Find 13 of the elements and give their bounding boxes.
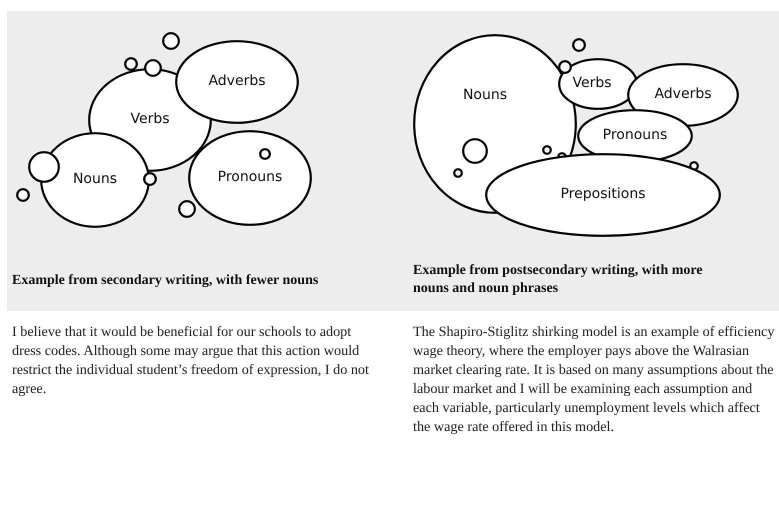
oval-label: Verbs (571, 75, 613, 91)
oval-label: Prepositions (559, 186, 646, 202)
oval-label: Adverbs (653, 86, 713, 102)
writing-sample: The Shapiro-Stiglitz shirking model is an example of efficiency wage theory, where the employer pays above the Walrasian market clearing rate. It is based on many assumptions about the labour market and I will be examining each assumption and each variable, particularly unemployment levels which affect the wage rate offered in this model. (413, 323, 775, 437)
writing-sample: I believe that it would be beneficial for our schools to adopt dress codes. Although some may argue that this action would restrict the individual student’s freedom of expression, I do not agree. (12, 323, 370, 399)
oval-label: Adverbs (207, 73, 267, 89)
oval-label: Nouns (462, 87, 508, 103)
example-heading: Example from postsecondary writing, with more nouns and noun phrases (413, 262, 704, 298)
example-heading: Example from secondary writing, with fewer nouns (12, 272, 320, 290)
oval-label: Verbs (129, 111, 171, 127)
oval-label: Nouns (72, 171, 118, 187)
oval-label: Pronouns (216, 169, 284, 185)
oval-label: Pronouns (602, 127, 668, 143)
